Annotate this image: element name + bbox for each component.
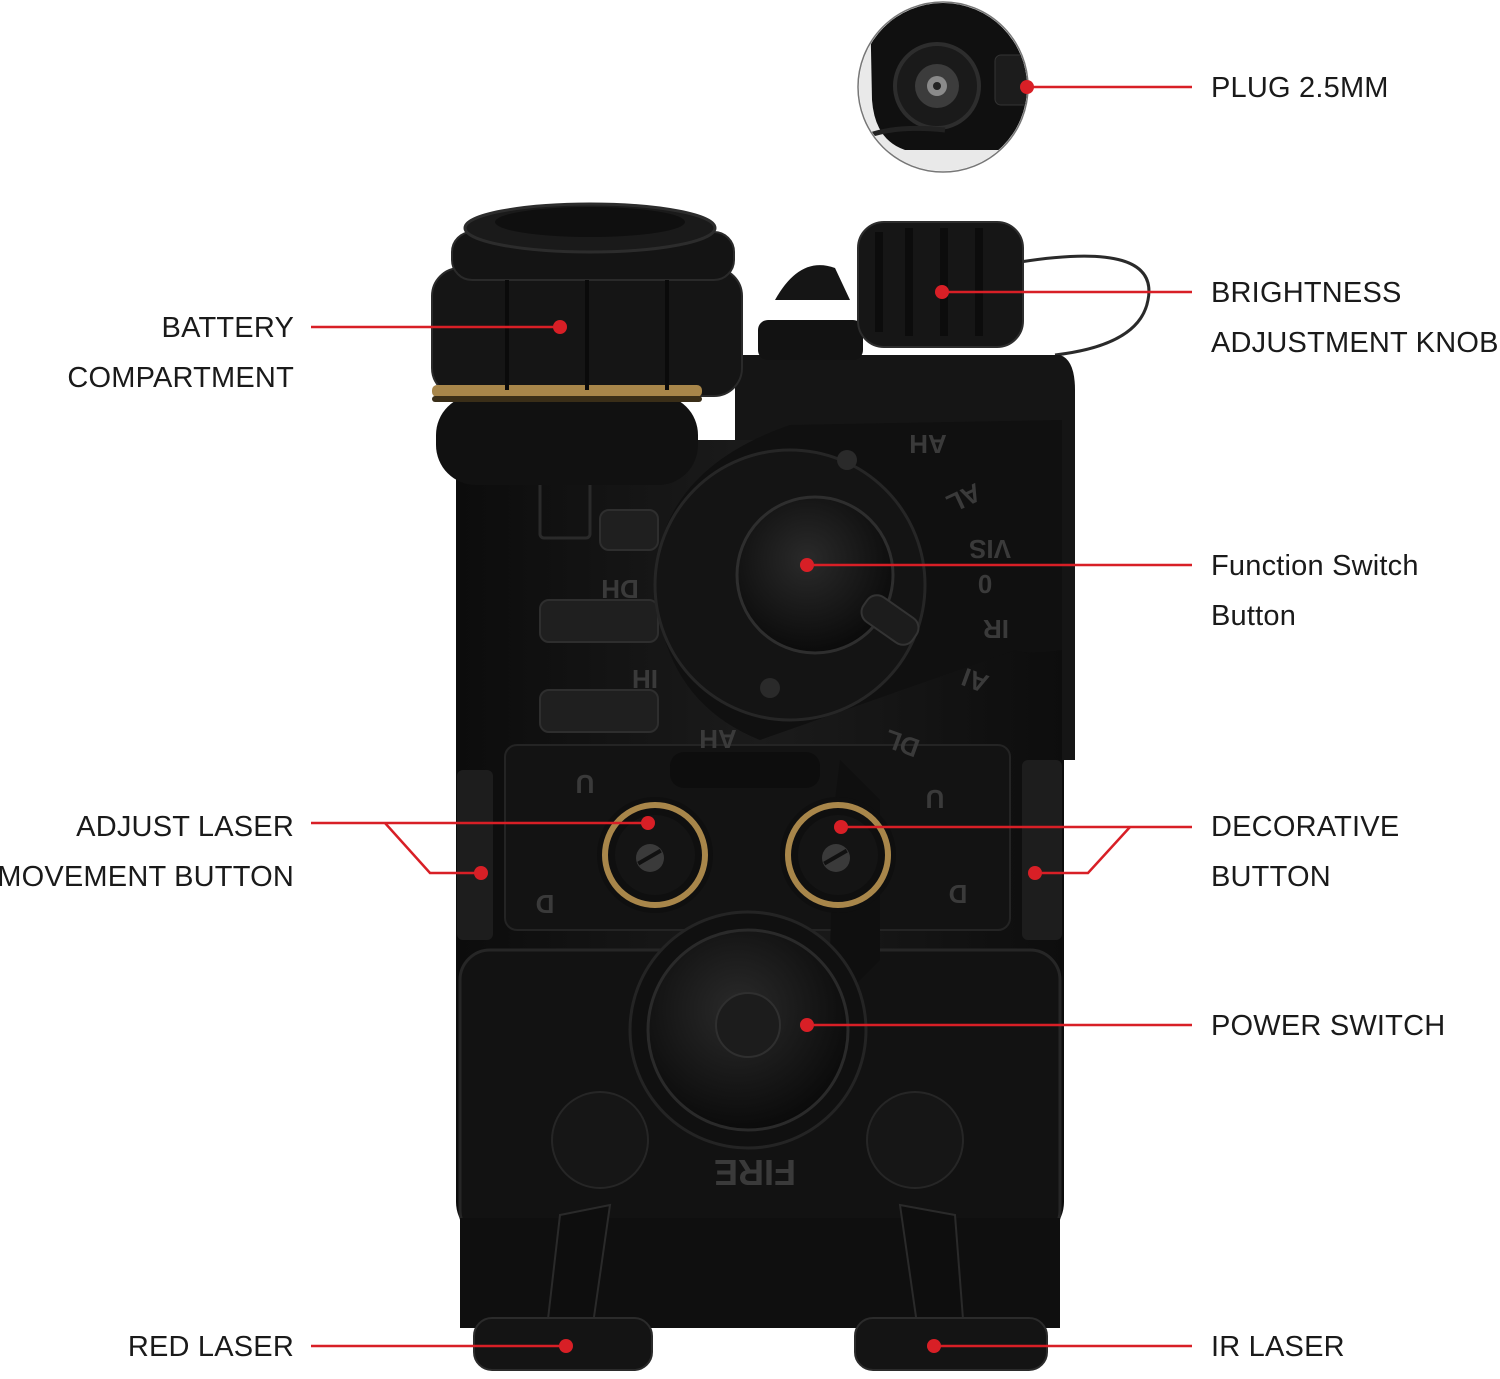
label-adjust-laser: ADJUST LASER MOVEMENT BUTTON bbox=[0, 802, 294, 902]
dot-adjust-laser-side bbox=[474, 866, 488, 880]
label-ir-laser-line-1: IR LASER bbox=[1211, 1331, 1345, 1363]
function-switch bbox=[653, 420, 1062, 740]
label-function-switch-line-1: Function Switch bbox=[1211, 550, 1419, 582]
label-brightness-line-1: BRIGHTNESS bbox=[1211, 277, 1402, 309]
label-brightness-knob: BRIGHTNESS ADJUSTMENT KNOB bbox=[1211, 268, 1499, 368]
lower-hardware bbox=[473, 1091, 1048, 1371]
label-battery-line-1: BATTERY bbox=[161, 312, 294, 344]
brightness-knob bbox=[758, 221, 1024, 360]
label-power-switch: POWER SWITCH bbox=[1211, 1001, 1445, 1051]
label-ir-laser: IR LASER bbox=[1211, 1322, 1345, 1372]
dot-ir-laser bbox=[927, 1339, 941, 1353]
label-decorative-line-1: DECORATIVE bbox=[1211, 811, 1400, 843]
engraving: FIRE bbox=[714, 1152, 796, 1193]
label-function-switch: Function Switch Button bbox=[1211, 541, 1419, 641]
engravings: AH AL VIS 0 IR AI DL DH IH AH U U D D FI… bbox=[536, 429, 1011, 1193]
callout-lines bbox=[311, 85, 1192, 1348]
dot-decorative-side bbox=[1028, 866, 1042, 880]
label-decorative-line-2: BUTTON bbox=[1211, 861, 1331, 893]
engraving: D bbox=[536, 889, 555, 919]
label-battery-line-2: COMPARTMENT bbox=[67, 362, 294, 394]
label-plug-line-1: PLUG 2.5MM bbox=[1211, 72, 1389, 104]
power-switch-cap bbox=[628, 910, 868, 1150]
dot-battery bbox=[553, 320, 567, 334]
label-plug: PLUG 2.5MM bbox=[1211, 63, 1389, 113]
leader-line-adjust-laser-branch bbox=[384, 822, 481, 875]
engraving: AH bbox=[909, 429, 947, 459]
dot-power bbox=[800, 1018, 814, 1032]
adjust-area bbox=[504, 744, 1011, 990]
label-red-laser-line-1: RED LASER bbox=[127, 1331, 294, 1363]
label-function-switch-line-2: Button bbox=[1211, 600, 1297, 632]
engraving: U bbox=[926, 784, 945, 814]
callout-dots bbox=[474, 80, 1042, 1353]
dot-plug bbox=[1020, 80, 1034, 94]
dot-function-switch bbox=[800, 558, 814, 572]
label-battery-compartment: BATTERY COMPARTMENT bbox=[67, 303, 294, 403]
dot-adjust-laser bbox=[641, 816, 655, 830]
engraving: U bbox=[576, 769, 595, 799]
label-adjust-laser-line-1: ADJUST LASER bbox=[76, 811, 294, 843]
engraving: VIS bbox=[969, 534, 1011, 564]
dot-decorative bbox=[834, 820, 848, 834]
label-red-laser: RED LASER bbox=[128, 1322, 294, 1372]
engraving: DH bbox=[601, 574, 639, 604]
engraving: IR bbox=[983, 614, 1009, 644]
plug-inset bbox=[857, 1, 1029, 173]
engraving: D bbox=[949, 879, 968, 909]
leader-line-decorative-branch bbox=[1035, 826, 1131, 875]
engraving: 0 bbox=[978, 569, 992, 599]
dot-red-laser bbox=[559, 1339, 573, 1353]
label-power-switch-line-1: POWER SWITCH bbox=[1211, 1010, 1446, 1042]
dot-brightness bbox=[935, 285, 949, 299]
engraving: IH bbox=[632, 664, 658, 694]
battery-cap bbox=[431, 202, 743, 485]
label-adjust-laser-line-2: MOVEMENT BUTTON bbox=[0, 861, 294, 893]
label-brightness-line-2: ADJUSTMENT KNOB bbox=[1211, 327, 1499, 359]
label-decorative-button: DECORATIVE BUTTON bbox=[1211, 802, 1399, 902]
engraving: AH bbox=[699, 724, 737, 754]
